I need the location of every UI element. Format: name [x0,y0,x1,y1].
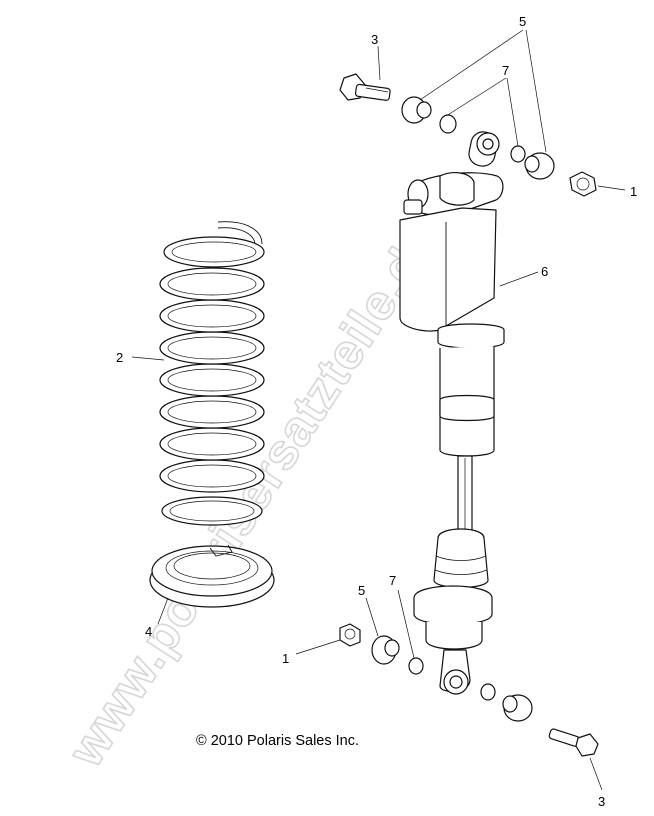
bushing-top-right [524,152,555,180]
washer-bottom-left [408,657,424,675]
callout-5-top: 5 [519,14,526,29]
callout-2: 2 [116,350,123,365]
callout-7-bottom: 7 [389,573,396,588]
copyright-text: © 2010 Polaris Sales Inc. [196,733,360,749]
bushing-top-left [401,96,432,124]
shock-absorber [399,131,505,695]
spring-seat [149,544,275,608]
washer-bottom-right [480,683,496,701]
watermark-text: www.polarisersatzteile.de [57,213,450,776]
callout-1-bottom: 1 [282,651,289,666]
callout-3-bottom: 3 [598,794,605,809]
coil-spring [159,221,265,526]
callout-3-top: 3 [371,32,378,47]
washer-top-right [510,145,526,163]
bushing-bottom-right [502,694,533,722]
bushing-bottom-left [371,635,400,665]
bolt-bottom [548,728,599,757]
nut-top [569,171,597,197]
callout-1-top: 1 [630,184,637,199]
washer-top-left [439,114,457,134]
callout-6: 6 [541,264,548,279]
callout-5-bottom: 5 [358,583,365,598]
callout-4: 4 [145,624,152,639]
leader-lines [131,29,626,791]
bolt-top [339,73,391,101]
nut-bottom [339,623,361,647]
callout-7-top: 7 [502,63,509,78]
